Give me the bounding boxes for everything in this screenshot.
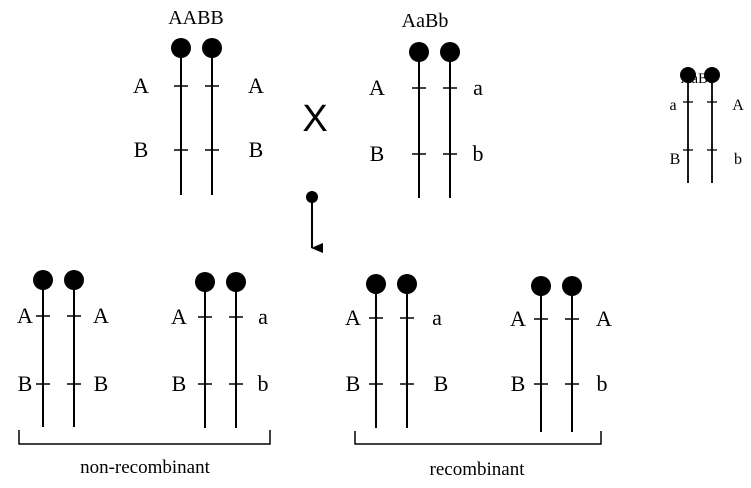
offspring-left-chromosome bbox=[195, 272, 215, 428]
offspring-3-chromosome-pair: A B a B bbox=[345, 274, 448, 428]
recombinant-label: recombinant bbox=[430, 459, 526, 480]
offspring-right-chromosome bbox=[562, 276, 582, 432]
allele-label: a bbox=[258, 304, 268, 329]
allele-label: B bbox=[511, 371, 526, 396]
allele-label: A bbox=[17, 303, 33, 328]
allele-label: B bbox=[434, 371, 449, 396]
reference-left-chromosome bbox=[680, 67, 696, 183]
parent2-right-chromosome bbox=[440, 42, 460, 198]
allele-label: B bbox=[249, 137, 264, 162]
parent1-chromosome-pair: AABB A B A B bbox=[133, 7, 264, 195]
allele-label: B bbox=[370, 141, 385, 166]
allele-label: b bbox=[258, 371, 269, 396]
cross-symbol: X bbox=[302, 98, 327, 140]
parent1-genotype-label: AABB bbox=[168, 7, 224, 29]
allele-label: a bbox=[669, 97, 676, 114]
offspring-2-chromosome-pair: A B a b bbox=[171, 272, 269, 428]
allele-label: B bbox=[94, 371, 109, 396]
parent2-left-chromosome bbox=[409, 42, 429, 198]
allele-label: B bbox=[172, 371, 187, 396]
allele-label: B bbox=[134, 137, 149, 162]
offspring-right-chromosome bbox=[226, 272, 246, 428]
offspring-left-chromosome bbox=[531, 276, 551, 432]
offspring-right-chromosome bbox=[64, 270, 84, 427]
allele-label: b bbox=[597, 371, 608, 396]
offspring-1-chromosome-pair: A B A B bbox=[17, 270, 109, 427]
parent2-genotype-label: AaBb bbox=[402, 10, 449, 32]
allele-label: A bbox=[510, 306, 526, 331]
parent2-chromosome-pair: AaBb A B a b bbox=[369, 10, 484, 198]
recombinant-bracket bbox=[354, 431, 602, 445]
allele-label: A bbox=[93, 303, 109, 328]
down-arrow-icon bbox=[306, 191, 323, 253]
reference-chromosome-pair: AaBb a B A b bbox=[669, 67, 744, 183]
offspring-right-chromosome bbox=[397, 274, 417, 428]
allele-label: B bbox=[670, 151, 681, 168]
allele-label: a bbox=[432, 305, 442, 330]
non-recombinant-bracket bbox=[18, 430, 271, 445]
parent1-right-chromosome bbox=[202, 38, 222, 195]
allele-label: A bbox=[369, 75, 385, 100]
allele-label: A bbox=[596, 306, 612, 331]
allele-label: A bbox=[171, 304, 187, 329]
allele-label: A bbox=[732, 97, 744, 114]
allele-label: b bbox=[473, 141, 484, 166]
allele-label: A bbox=[133, 73, 149, 98]
allele-label: a bbox=[473, 75, 483, 100]
allele-label: A bbox=[345, 305, 361, 330]
offspring-4-chromosome-pair: A B A b bbox=[510, 276, 612, 432]
parent1-left-chromosome bbox=[171, 38, 191, 195]
allele-label: A bbox=[248, 73, 264, 98]
offspring-left-chromosome bbox=[33, 270, 53, 427]
allele-label: b bbox=[734, 151, 742, 168]
allele-label: B bbox=[18, 371, 33, 396]
allele-label: B bbox=[346, 371, 361, 396]
offspring-left-chromosome bbox=[366, 274, 386, 428]
reference-right-chromosome bbox=[704, 67, 720, 183]
non-recombinant-label: non-recombinant bbox=[80, 457, 211, 478]
